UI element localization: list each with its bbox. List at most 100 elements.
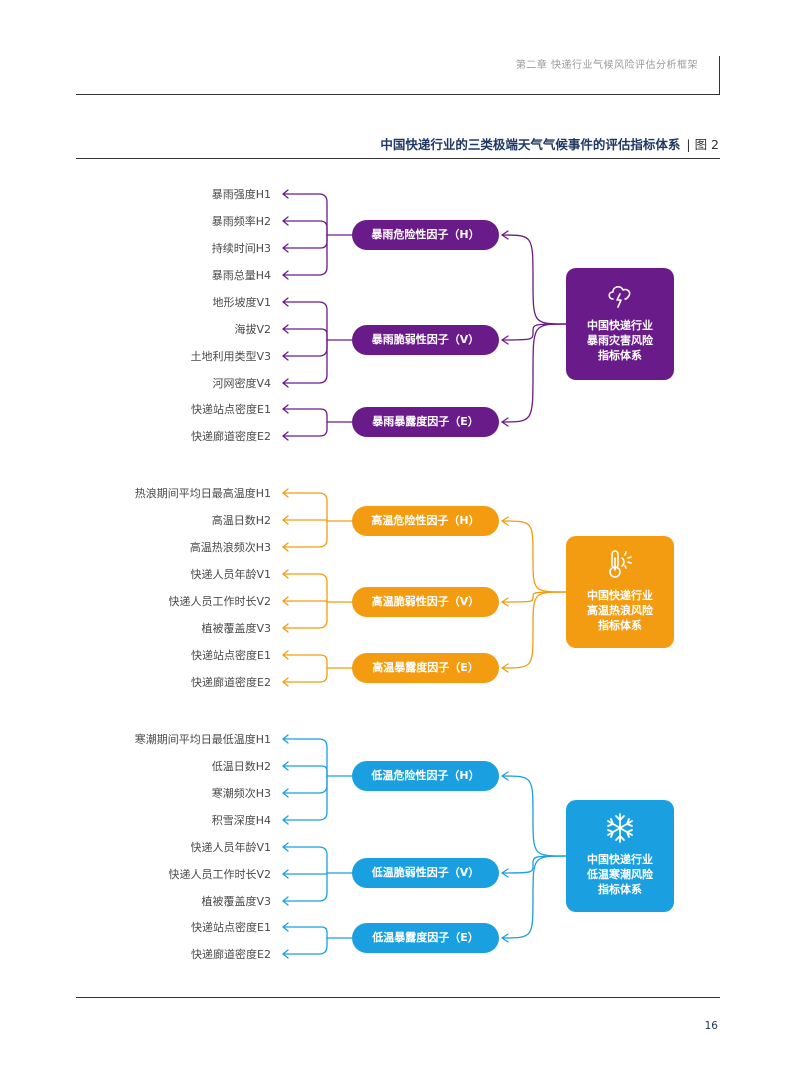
leaf-connector (282, 339, 328, 357)
indicator-label: 积雪深度H4 (211, 814, 271, 827)
leaf-connector (282, 600, 328, 603)
chapter-header: 第二章 快递行业气候风险评估分析框架 (515, 60, 698, 71)
indicator-label: 高温日数H2 (211, 514, 271, 527)
leaf-connector (282, 926, 328, 939)
factor-arrowhead (501, 771, 509, 781)
indicator-label: 植被覆盖度V3 (201, 622, 271, 635)
indicator-label: 寒潮频次H3 (211, 787, 271, 800)
indicator-label: 快递廊道密度E2 (191, 430, 271, 443)
leaf-connector (282, 220, 328, 236)
factor-arrowhead (501, 417, 509, 427)
leaf-arrowhead (282, 896, 289, 906)
system-connector (501, 323, 567, 341)
factor-node: 低温脆弱性因子（V） (352, 858, 499, 888)
system-title-line: 低温寒潮风险 (587, 868, 653, 881)
leaf-connector (282, 765, 328, 777)
leaf-arrowhead (282, 761, 289, 771)
system-title-line: 暴雨灾害风险 (587, 334, 653, 347)
leaf-arrowhead (282, 677, 289, 687)
indicator-label: 暴雨频率H2 (211, 215, 271, 228)
leaf-arrowhead (282, 842, 289, 852)
indicator-label: 快递人员年龄V1 (190, 841, 271, 854)
leaf-arrowhead (282, 734, 289, 744)
leaf-connector (282, 492, 328, 522)
leaf-arrowhead (282, 324, 289, 334)
system-connector (501, 775, 567, 857)
leaf-arrowhead (282, 378, 289, 388)
system-connector (501, 591, 567, 669)
leaf-connector (282, 601, 328, 629)
indicator-label: 快递站点密度E1 (191, 649, 271, 662)
system-connector (501, 323, 567, 423)
leaf-arrowhead (282, 243, 289, 253)
figure-title: 中国快递行业的三类极端天气气候事件的评估指标体系|图 2 (380, 134, 719, 153)
leaf-arrowhead (282, 569, 289, 579)
leaf-connector (282, 775, 328, 821)
factor-node: 高温危险性因子（H） (352, 506, 499, 536)
system-title-line: 中国快递行业 (587, 853, 653, 866)
leaf-connector (282, 408, 328, 423)
indicator-label: 土地利用类型V3 (190, 350, 271, 363)
leaf-connector (282, 519, 328, 522)
leaf-arrowhead (282, 596, 289, 606)
header-tick (719, 56, 720, 95)
system-connector (501, 520, 567, 593)
factor-arrowhead (501, 335, 509, 345)
system-title-line: 高温热浪风险 (587, 604, 653, 617)
figure-title-separator: | (686, 137, 691, 152)
factor-node: 低温暴露度因子（E） (352, 923, 499, 953)
leaf-connector (282, 328, 328, 341)
factor-node: 暴雨暴露度因子（E） (352, 407, 499, 437)
factor-node: 高温脆弱性因子（V） (352, 587, 499, 617)
system-title-line: 指标体系 (598, 349, 642, 362)
leaf-connector (282, 421, 328, 437)
system-node: 中国快递行业高温热浪风险指标体系 (566, 536, 674, 648)
system-connector (501, 855, 567, 874)
indicator-label: 快递站点密度E1 (191, 403, 271, 416)
system-node: 中国快递行业低温寒潮风险指标体系 (566, 800, 674, 912)
indicator-label: 快递人员工作时长V2 (168, 595, 271, 608)
factor-node: 暴雨脆弱性因子（V） (352, 325, 499, 355)
leaf-connector (282, 301, 328, 341)
footer-rule (76, 997, 720, 998)
leaf-arrowhead (282, 351, 289, 361)
indicator-label: 暴雨总量H4 (211, 269, 271, 282)
thunderstorm-cloud-icon (566, 280, 674, 314)
leaf-arrowhead (282, 623, 289, 633)
leaf-connector (282, 573, 328, 603)
indicator-label: 快递人员工作时长V2 (168, 868, 271, 881)
leaf-connector (282, 234, 328, 276)
leaf-arrowhead (282, 515, 289, 525)
indicator-label: 快递廊道密度E2 (191, 948, 271, 961)
indicator-label: 高温热浪频次H3 (189, 541, 271, 554)
leaf-connector (282, 339, 328, 384)
indicator-label: 寒潮期间平均日最低温度H1 (134, 733, 271, 746)
system-title-line: 中国快递行业 (587, 319, 653, 332)
leaf-arrowhead (282, 788, 289, 798)
leaf-arrowhead (282, 922, 289, 932)
factor-node: 高温暴露度因子（E） (352, 653, 499, 683)
indicator-label: 植被覆盖度V3 (201, 895, 271, 908)
leaf-connector (282, 937, 328, 955)
factor-arrowhead (501, 230, 509, 240)
factor-arrowhead (501, 597, 509, 607)
snowflake-icon (566, 812, 674, 848)
leaf-arrowhead (282, 542, 289, 552)
leaf-arrowhead (282, 404, 289, 414)
leaf-connector (282, 520, 328, 548)
leaf-arrowhead (282, 431, 289, 441)
indicator-label: 低温日数H2 (211, 760, 271, 773)
factor-arrowhead (501, 663, 509, 673)
system-title-line: 指标体系 (598, 883, 642, 896)
leaf-connector (282, 738, 328, 777)
header-rule (76, 94, 720, 95)
leaf-connector (282, 872, 328, 902)
leaf-arrowhead (282, 488, 289, 498)
system-title-line: 指标体系 (598, 619, 642, 632)
indicator-label: 快递站点密度E1 (191, 921, 271, 934)
leaf-connector (282, 193, 328, 236)
factor-node: 低温危险性因子（H） (352, 761, 499, 791)
factor-arrowhead (501, 933, 509, 943)
indicator-label: 海拔V2 (234, 323, 271, 336)
